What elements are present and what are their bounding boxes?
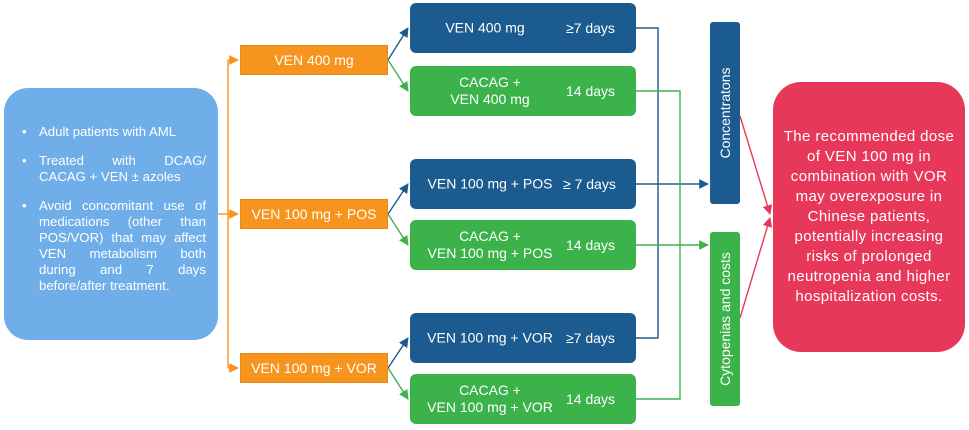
regimen-box: CACAG + VEN 100 mg + VOR 14 days <box>410 374 636 424</box>
group-box-ven-100-pos: VEN 100 mg + POS <box>240 199 388 229</box>
criteria-item: Treated with DCAG/ CACAG + VEN ± azoles <box>22 153 206 185</box>
regimen-duration: 14 days <box>566 237 616 253</box>
group3-split-connector <box>387 337 409 369</box>
regimen-duration: 14 days <box>566 83 616 99</box>
regimens-to-cytopenias-connector <box>636 90 709 400</box>
group3-split-connector-green <box>387 367 409 400</box>
regimen-box: VEN 400 mg ≥7 days <box>410 3 636 53</box>
regimen-duration: ≥ 7 days <box>563 176 616 192</box>
outcomes-to-conclusion-connector <box>739 115 773 319</box>
group-box-ven-100-vor: VEN 100 mg + VOR <box>240 353 388 383</box>
regimen-label: VEN 100 mg + VOR <box>427 329 553 346</box>
patients-criteria-list: Adult patients with AML Treated with DCA… <box>22 124 206 294</box>
criteria-item: Adult patients with AML <box>22 124 206 140</box>
group-label: VEN 400 mg <box>274 52 354 68</box>
conclusion-box: The recommended dose of VEN 100 mg in co… <box>773 82 965 352</box>
concentrations-box: Concentratons <box>710 22 740 204</box>
regimen-label: CACAG + VEN 100 mg + VOR <box>427 382 553 415</box>
group2-split-connector <box>387 183 409 215</box>
cytopenias-costs-label: Cytopenias and costs <box>717 252 733 386</box>
group1-split-connector <box>387 27 409 61</box>
regimen-label: CACAG + VEN 400 mg <box>450 74 530 107</box>
regimen-box: VEN 100 mg + POS ≥ 7 days <box>410 159 636 209</box>
group-box-ven-400: VEN 400 mg <box>240 45 388 75</box>
regimen-label: VEN 100 mg + POS <box>427 175 553 192</box>
regimen-box: CACAG + VEN 400 mg 14 days <box>410 66 636 116</box>
cytopenias-costs-box: Cytopenias and costs <box>710 232 740 406</box>
regimen-label: CACAG + VEN 100 mg + POS <box>427 228 553 261</box>
group2-split-connector-green <box>387 213 409 246</box>
regimens-to-concentrations-connector <box>636 27 709 339</box>
concentrations-label: Concentratons <box>717 67 733 159</box>
group-label: VEN 100 mg + POS <box>251 206 377 222</box>
regimen-duration: 14 days <box>566 391 616 407</box>
conclusion-text: The recommended dose of VEN 100 mg in co… <box>783 128 955 305</box>
criteria-item: Avoid concomitant use of medications (ot… <box>22 198 206 294</box>
regimen-box: VEN 100 mg + VOR ≥7 days <box>410 313 636 363</box>
group1-split-connector-green <box>387 59 409 92</box>
regimen-box: CACAG + VEN 100 mg + POS 14 days <box>410 220 636 270</box>
regimen-duration: ≥7 days <box>566 330 615 346</box>
patients-criteria-box: Adult patients with AML Treated with DCA… <box>4 88 218 340</box>
regimen-label: VEN 400 mg <box>445 19 525 36</box>
group-label: VEN 100 mg + VOR <box>251 360 377 376</box>
patients-to-groups-connector <box>218 55 239 373</box>
regimen-duration: ≥7 days <box>566 20 615 36</box>
